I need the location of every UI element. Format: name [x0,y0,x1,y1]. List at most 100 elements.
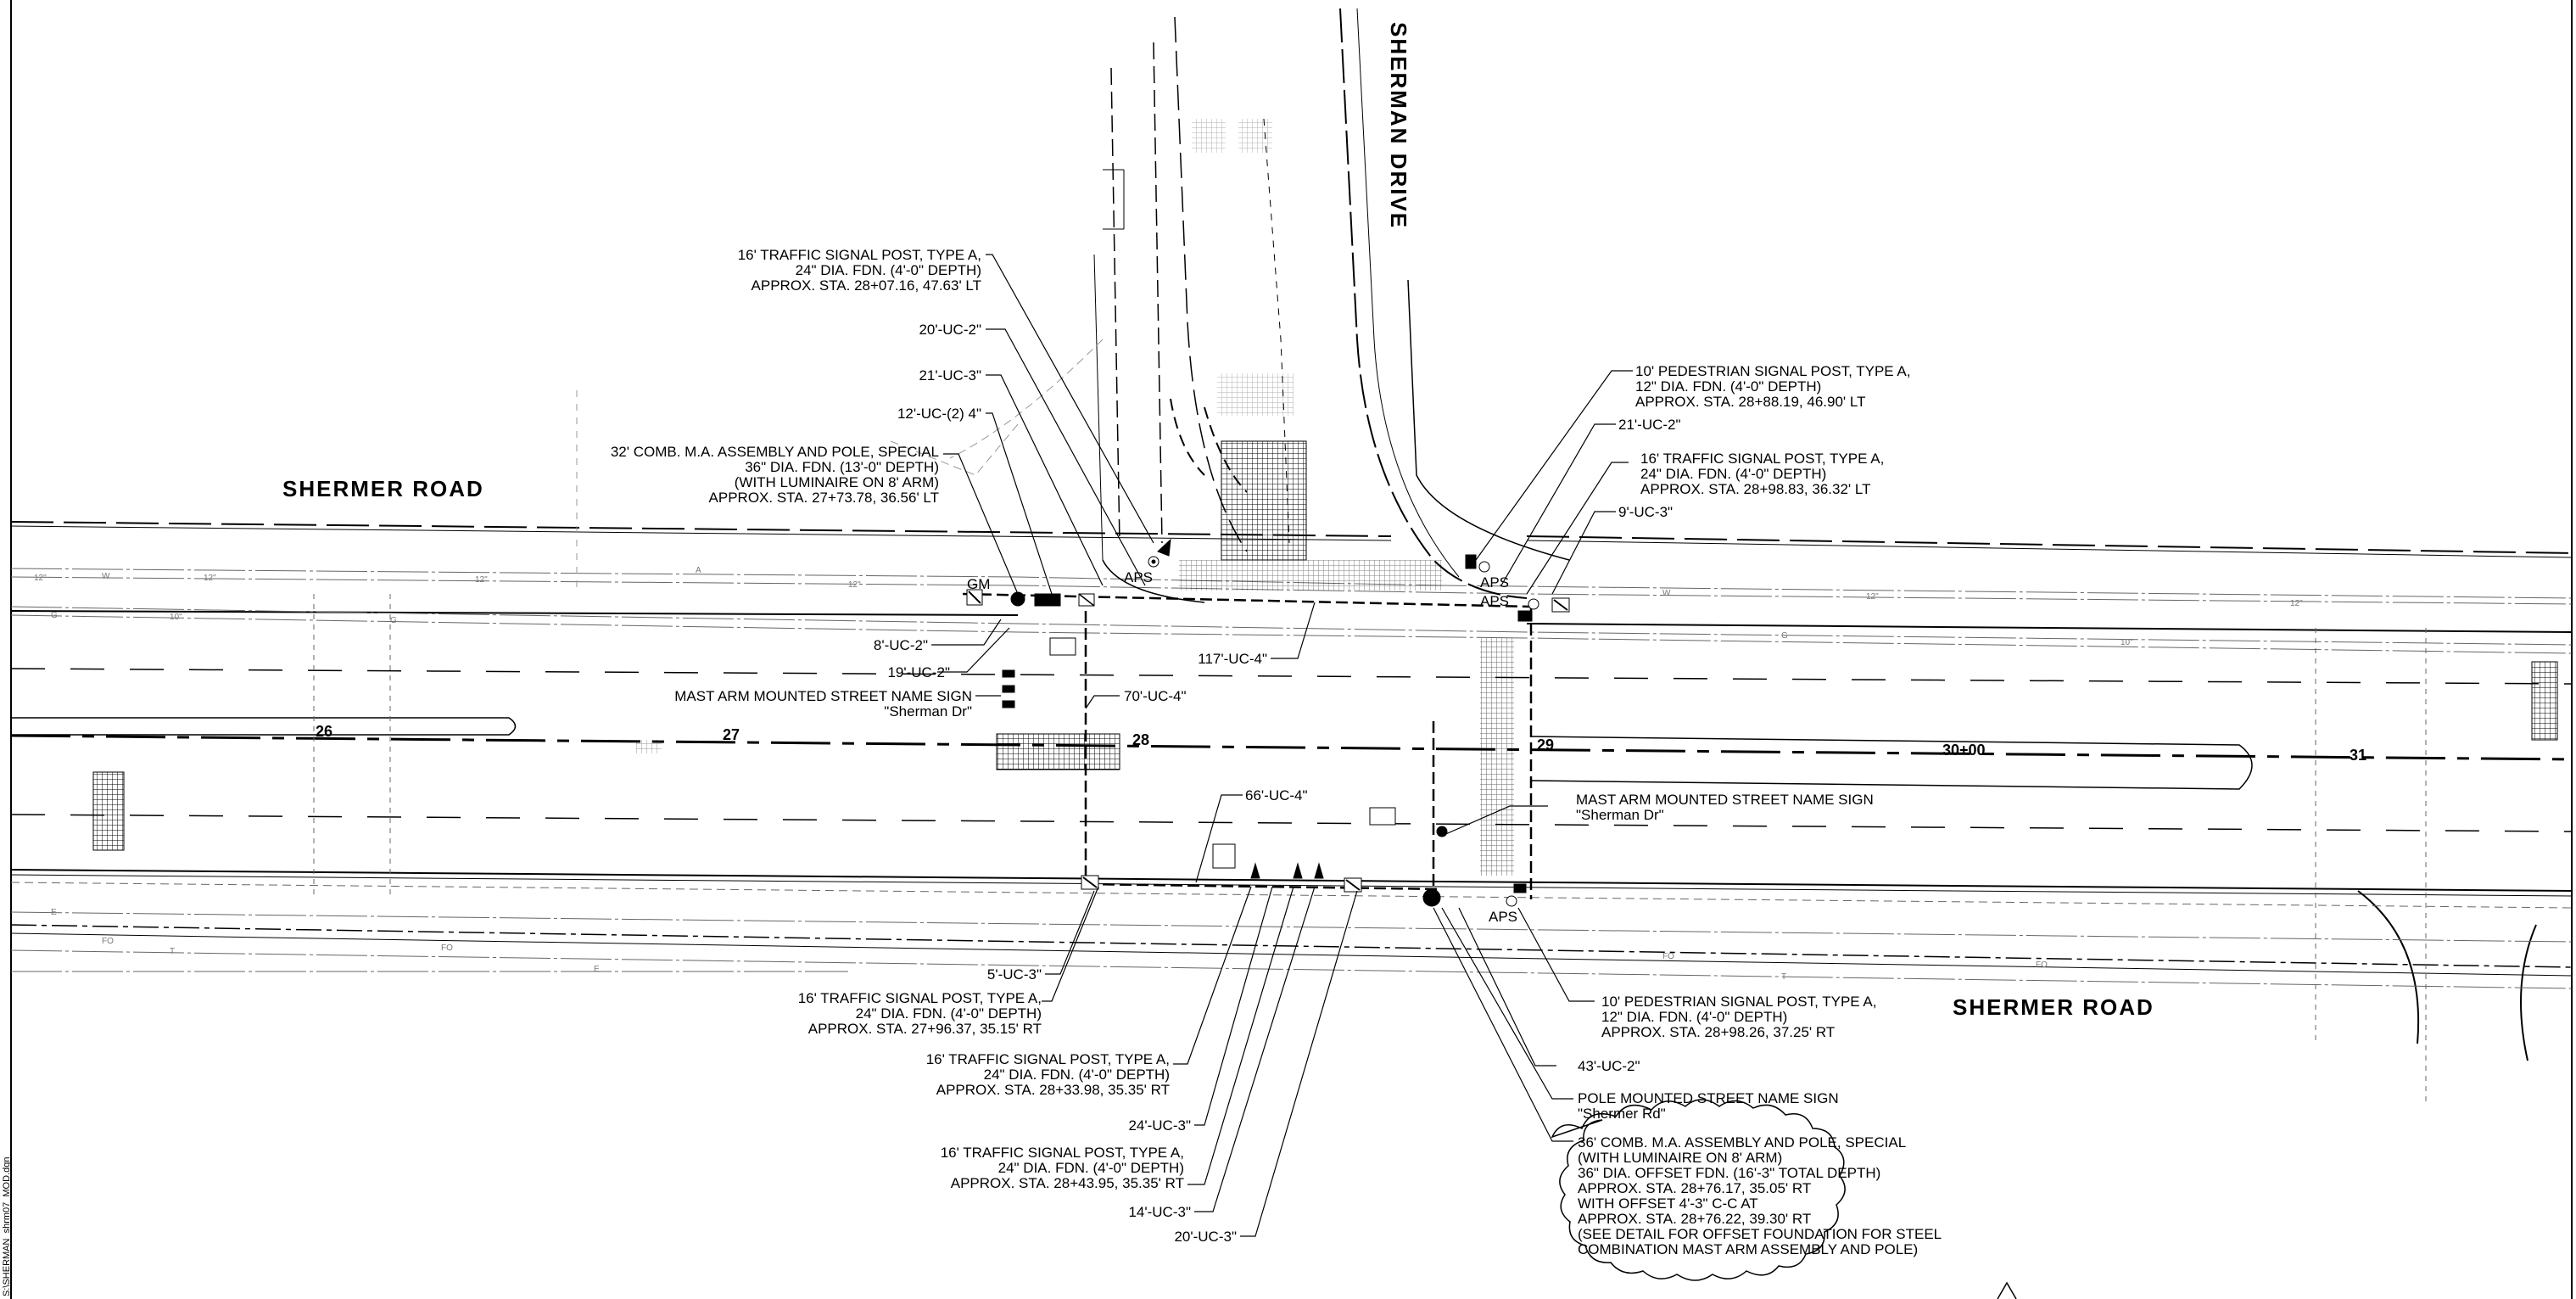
svg-text:10": 10" [170,613,182,622]
station-29: 29 [1537,736,1554,753]
svg-text:(WITH LUMINAIRE ON 8' ARM): (WITH LUMINAIRE ON 8' ARM) [735,474,939,490]
svg-text:36" DIA. OFFSET FDN. (16'-3" T: 36" DIA. OFFSET FDN. (16'-3" TOTAL DEPTH… [1578,1165,1880,1181]
controller-cabinet-icon [1212,843,1236,869]
station-31: 31 [2350,747,2366,764]
road-label-shermer-east: SHERMER ROAD [1953,994,2154,1020]
callout-psp-ne: 10' PEDESTRIAN SIGNAL POST, TYPE A, 12" … [1635,363,1910,410]
svg-text:12": 12" [204,574,216,583]
callout-uc-8-2: 8'-UC-2" [874,637,928,653]
svg-text:12" DIA. FDN. (4'-0" DEPTH): 12" DIA. FDN. (4'-0" DEPTH) [1635,378,1821,395]
mast-arm-pole-se-icon [1422,826,1448,907]
sherman-drive-pavement [576,8,1570,603]
revision-cloud [1551,1099,1846,1281]
callout-uc-21-2: 21'-UC-2" [1618,417,1681,433]
svg-text:APPROX. STA. 28+76.22, 39.30': APPROX. STA. 28+76.22, 39.30' RT [1578,1211,1811,1227]
svg-text:FO: FO [102,937,114,946]
svg-text:16' TRAFFIC SIGNAL POST, TYPE: 16' TRAFFIC SIGNAL POST, TYPE A, [738,247,981,263]
signal-equipment [966,538,1570,907]
callout-uc-21-3: 21'-UC-3" [919,367,981,384]
svg-text:FO: FO [2036,960,2048,970]
pedestrian-pushbutton-icon [1148,556,1159,568]
aps-label-se: APS [1489,909,1517,925]
signal-head-icon [1034,593,1061,607]
station-26: 26 [316,723,332,740]
sign-icon [1002,669,1015,708]
utility-lines [10,568,2573,1103]
svg-text:W: W [1662,589,1671,598]
svg-text:10' PEDESTRIAN SIGNAL POST, TY: 10' PEDESTRIAN SIGNAL POST, TYPE A, [1635,363,1910,379]
svg-text:"Sherman Dr": "Sherman Dr" [884,703,972,719]
gm-label: GM [967,576,990,592]
road-label-shermer-west: SHERMER ROAD [282,476,484,501]
callout-sign-pole: POLE MOUNTED STREET NAME SIGN "Shermer R… [1578,1090,1839,1122]
callout-uc-14-3: 14'-UC-3" [1128,1204,1191,1220]
station-labels: 26 27 28 29 30+00 31 [316,723,2366,764]
callout-uc-66-4: 66'-UC-4" [1245,787,1308,803]
vehicle-detector-s-icon [1369,807,1396,826]
svg-text:APPROX. STA. 28+07.16, 47.63': APPROX. STA. 28+07.16, 47.63' LT [752,277,981,294]
aps-label-ne1: APS [1480,574,1509,591]
callout-uc-5-3: 5'-UC-3" [987,966,1042,983]
svg-text:T: T [170,947,175,956]
callout-uc-117-4: 117'-UC-4" [1198,651,1267,667]
svg-text:E: E [594,965,600,974]
station-30: 30+00 [1942,742,1986,759]
svg-text:12": 12" [848,580,861,590]
svg-text:APPROX. STA. 28+98.83, 36.32': APPROX. STA. 28+98.83, 36.32' LT [1640,481,1870,497]
callout-ma-32: 32' COMB. M.A. ASSEMBLY AND POLE, SPECIA… [611,444,939,506]
svg-text:"Sherman Dr": "Sherman Dr" [1576,807,1664,823]
svg-text:(SEE DETAIL FOR OFFSET FOUNDAT: (SEE DETAIL FOR OFFSET FOUNDATION FOR ST… [1578,1226,1942,1242]
svg-text:"Shermer Rd": "Shermer Rd" [1578,1106,1666,1122]
svg-text:12": 12" [2290,599,2303,608]
signal-pole-ne-icon [1517,597,1570,622]
svg-text:10": 10" [2121,638,2133,647]
equipment-labels: APS APS APS APS GM [967,569,1517,925]
svg-text:POLE MOUNTED STREET NAME SIGN: POLE MOUNTED STREET NAME SIGN [1578,1090,1839,1106]
callout-ma-36: 36' COMB. M.A. ASSEMBLY AND POLE, SPECIA… [1578,1134,1942,1257]
callout-sign-west: MAST ARM MOUNTED STREET NAME SIGN "Sherm… [674,688,972,719]
vehicle-detector-icon [1049,637,1076,656]
callout-uc-12-2-4: 12'-UC-(2) 4" [897,406,981,422]
svg-text:COMBINATION MAST ARM ASSEMBLY: COMBINATION MAST ARM ASSEMBLY AND POLE) [1578,1241,1918,1257]
svg-text:24" DIA. FDN. (4'-0" DEPTH): 24" DIA. FDN. (4'-0" DEPTH) [1640,466,1826,482]
svg-text:G: G [1781,631,1788,641]
svg-text:12": 12" [475,575,488,585]
callout-tsp-sw: 16' TRAFFIC SIGNAL POST, TYPE A, 24" DIA… [798,990,1042,1037]
svg-text:12" DIA. FDN. (4'-0" DEPTH): 12" DIA. FDN. (4'-0" DEPTH) [1601,1009,1787,1025]
station-27: 27 [723,726,740,743]
svg-text:E: E [51,908,57,917]
svg-text:12": 12" [1866,592,1879,602]
callout-uc-9-3: 9'-UC-3" [1618,504,1673,520]
signal-heads-s-icon [1250,862,1324,879]
pedestrian-signal-se-icon [1506,883,1527,907]
svg-text:APPROX. STA. 27+73.78, 36.56': APPROX. STA. 27+73.78, 36.56' LT [709,490,939,506]
svg-text:24" DIA. FDN. (4'-0" DEPTH): 24" DIA. FDN. (4'-0" DEPTH) [984,1067,1170,1083]
utility-code-marks: 12" W 12" 12" 12" W 12" 12" G 10" G G 10… [34,566,2303,982]
road-label-sherman-drive: SHERMAN DRIVE [1386,22,1411,229]
callout-uc-24-3: 24'-UC-3" [1128,1117,1191,1134]
callout-tsp-ne: 16' TRAFFIC SIGNAL POST, TYPE A, 24" DIA… [1640,451,1884,497]
callout-uc-43-2: 43'-UC-2" [1578,1058,1640,1074]
svg-text:16' TRAFFIC SIGNAL POST, TYPE: 16' TRAFFIC SIGNAL POST, TYPE A, [798,990,1042,1006]
svg-text:24" DIA. FDN. (4'-0" DEPTH): 24" DIA. FDN. (4'-0" DEPTH) [856,1005,1042,1022]
svg-text:W: W [102,572,110,581]
svg-text:FO: FO [441,943,453,953]
svg-text:A: A [696,566,701,575]
revision-triangle-icon [1997,1281,2017,1299]
aps-label-ne2: APS [1480,593,1509,609]
svg-text:APPROX. STA. 28+33.98, 35.35': APPROX. STA. 28+33.98, 35.35' RT [936,1082,1170,1098]
svg-text:G: G [51,611,58,620]
callout-tsp-nw: 16' TRAFFIC SIGNAL POST, TYPE A, 24" DIA… [738,247,981,294]
svg-text:G: G [390,616,397,625]
callout-sign-east: MAST ARM MOUNTED STREET NAME SIGN "Sherm… [1576,792,1874,823]
file-name: S:\SHERMAN_shrm07_MOD.dgn [2,1157,12,1296]
svg-text:APPROX. STA. 27+96.37, 35.15': APPROX. STA. 27+96.37, 35.15' RT [808,1021,1042,1037]
callout-tsp-s1: 16' TRAFFIC SIGNAL POST, TYPE A, 24" DIA… [926,1051,1170,1098]
svg-text:T: T [1781,972,1786,982]
svg-text:32' COMB. M.A. ASSEMBLY AND PO: 32' COMB. M.A. ASSEMBLY AND POLE, SPECIA… [611,444,939,460]
callout-psp-se: 10' PEDESTRIAN SIGNAL POST, TYPE A, 12" … [1601,994,1876,1040]
svg-text:APPROX. STA. 28+43.95, 35.35': APPROX. STA. 28+43.95, 35.35' RT [951,1175,1184,1191]
callout-uc-19-2: 19'-UC-2" [887,664,950,680]
signal-pole-sw-icon [1081,875,1099,890]
